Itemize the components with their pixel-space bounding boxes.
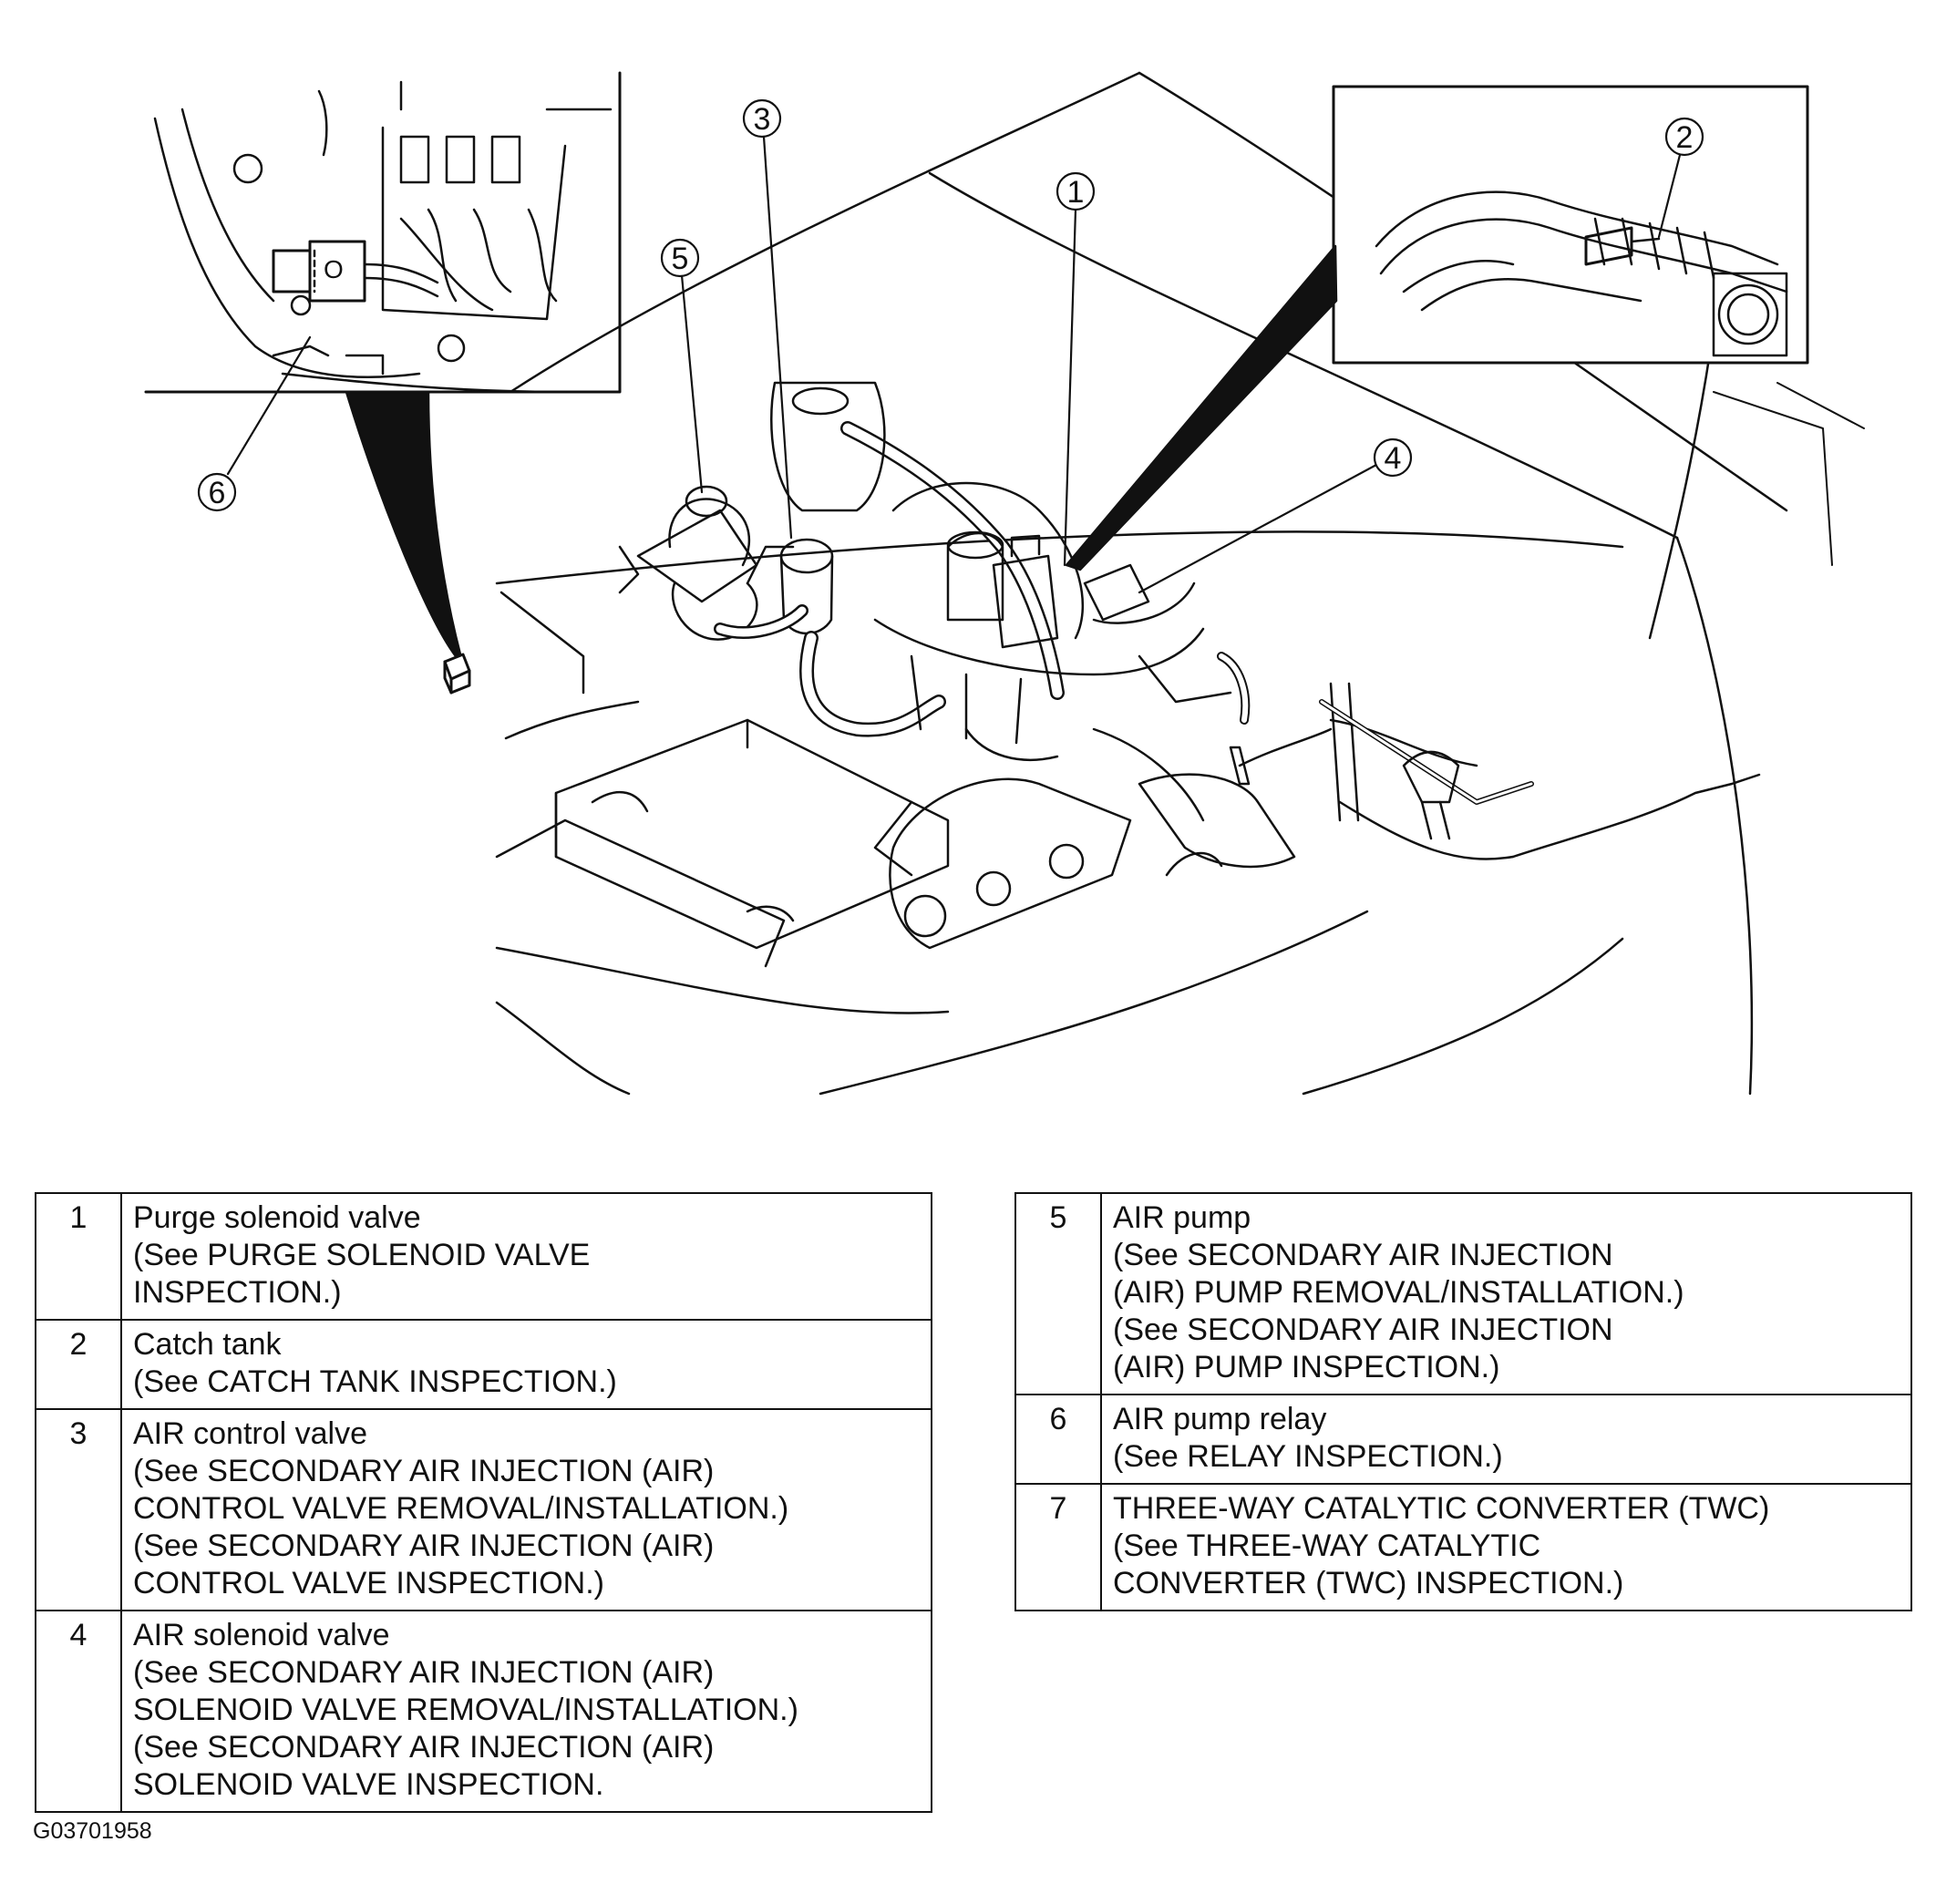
legend-number: 6 <box>1014 1394 1102 1485</box>
catch-tank-inset <box>1065 85 1809 571</box>
legend-line: AIR control valve <box>133 1416 367 1451</box>
legend-line: (See SECONDARY AIR INJECTION <box>1113 1312 1613 1347</box>
legend-description: AIR solenoid valve (See SECONDARY AIR IN… <box>120 1610 932 1813</box>
legend-row-2: 2 Catch tank (See CATCH TANK INSPECTION.… <box>35 1319 932 1410</box>
legend-line: (See SECONDARY AIR INJECTION (AIR) <box>133 1454 715 1488</box>
legend-line: AIR pump relay <box>1113 1402 1327 1436</box>
vehicle-body-outline <box>495 71 1865 1096</box>
legend-line: CONTROL VALVE REMOVAL/INSTALLATION.) <box>133 1491 789 1526</box>
legend-line: Purge solenoid valve <box>133 1200 421 1235</box>
legend-number: 4 <box>35 1610 122 1813</box>
legend-line: (See RELAY INSPECTION.) <box>1113 1439 1503 1474</box>
callout-2: 2 <box>1664 117 1704 157</box>
svg-text:1: 1 <box>1067 175 1085 210</box>
svg-text:4: 4 <box>1385 441 1402 476</box>
legend-line: (AIR) PUMP INSPECTION.) <box>1113 1350 1500 1384</box>
legend-row-4: 4 AIR solenoid valve (See SECONDARY AIR … <box>35 1610 932 1813</box>
legend-line: (AIR) PUMP REMOVAL/INSTALLATION.) <box>1113 1275 1684 1310</box>
legend-description: Purge solenoid valve (See PURGE SOLENOID… <box>120 1192 932 1321</box>
legend-line: (See SECONDARY AIR INJECTION (AIR) <box>133 1730 715 1765</box>
figure-code: G03701958 <box>33 1818 152 1844</box>
legend-line: (See PURGE SOLENOID VALVE <box>133 1238 591 1272</box>
engine-assembly <box>554 381 1761 950</box>
callout-4: 4 <box>1373 437 1413 478</box>
legend-line: CONVERTER (TWC) INSPECTION.) <box>1113 1566 1624 1600</box>
legend-row-6: 6 AIR pump relay (See RELAY INSPECTION.) <box>1014 1394 1912 1485</box>
legend-line: (See CATCH TANK INSPECTION.) <box>133 1364 617 1399</box>
legend-number: 3 <box>35 1408 122 1611</box>
svg-text:3: 3 <box>754 102 771 137</box>
legend-line: AIR solenoid valve <box>133 1618 390 1652</box>
legend-line: Catch tank <box>133 1327 282 1362</box>
legend-number: 1 <box>35 1192 122 1321</box>
svg-text:6: 6 <box>209 476 226 510</box>
svg-text:O: O <box>324 255 344 283</box>
callout-leaders <box>226 135 1682 594</box>
legend-description: THREE-WAY CATALYTIC CONVERTER (TWC) (See… <box>1100 1483 1912 1611</box>
legend-row-1: 1 Purge solenoid valve (See PURGE SOLENO… <box>35 1192 932 1321</box>
relay-inset: O <box>144 71 622 695</box>
legend-line: CONTROL VALVE INSPECTION.) <box>133 1566 605 1600</box>
legend-description: AIR pump relay (See RELAY INSPECTION.) <box>1100 1394 1912 1485</box>
legend-line: AIR pump <box>1113 1200 1251 1235</box>
legend-row-7: 7 THREE-WAY CATALYTIC CONVERTER (TWC) (S… <box>1014 1483 1912 1611</box>
legend-number: 7 <box>1014 1483 1102 1611</box>
legend-line: SOLENOID VALVE REMOVAL/INSTALLATION.) <box>133 1693 798 1727</box>
svg-text:5: 5 <box>672 242 689 276</box>
legend-number: 5 <box>1014 1192 1102 1395</box>
callout-3: 3 <box>742 98 782 139</box>
callout-1: 1 <box>1056 171 1096 211</box>
legend-description: AIR control valve (See SECONDARY AIR INJ… <box>120 1408 932 1611</box>
legend-line: (See THREE-WAY CATALYTIC <box>1113 1528 1541 1563</box>
callout-5: 5 <box>660 238 700 278</box>
legend-table-left: 1 Purge solenoid valve (See PURGE SOLENO… <box>35 1192 932 1813</box>
legend-row-3: 3 AIR control valve (See SECONDARY AIR I… <box>35 1408 932 1611</box>
legend-line: (See SECONDARY AIR INJECTION (AIR) <box>133 1655 715 1690</box>
legend-line: INSPECTION.) <box>133 1275 342 1310</box>
legend-line: (See SECONDARY AIR INJECTION (AIR) <box>133 1528 715 1563</box>
legend-description: Catch tank (See CATCH TANK INSPECTION.) <box>120 1319 932 1410</box>
legend-line: SOLENOID VALVE INSPECTION. <box>133 1767 604 1802</box>
legend-row-5: 5 AIR pump (See SECONDARY AIR INJECTION … <box>1014 1192 1912 1395</box>
svg-text:2: 2 <box>1676 120 1694 155</box>
legend-table-right: 5 AIR pump (See SECONDARY AIR INJECTION … <box>1014 1192 1912 1611</box>
engine-bay-illustration: O <box>144 71 1865 1096</box>
callout-6: 6 <box>197 472 237 512</box>
legend-line: THREE-WAY CATALYTIC CONVERTER (TWC) <box>1113 1491 1770 1526</box>
legend-line: (See SECONDARY AIR INJECTION <box>1113 1238 1613 1272</box>
legend-number: 2 <box>35 1319 122 1410</box>
legend-description: AIR pump (See SECONDARY AIR INJECTION (A… <box>1100 1192 1912 1395</box>
